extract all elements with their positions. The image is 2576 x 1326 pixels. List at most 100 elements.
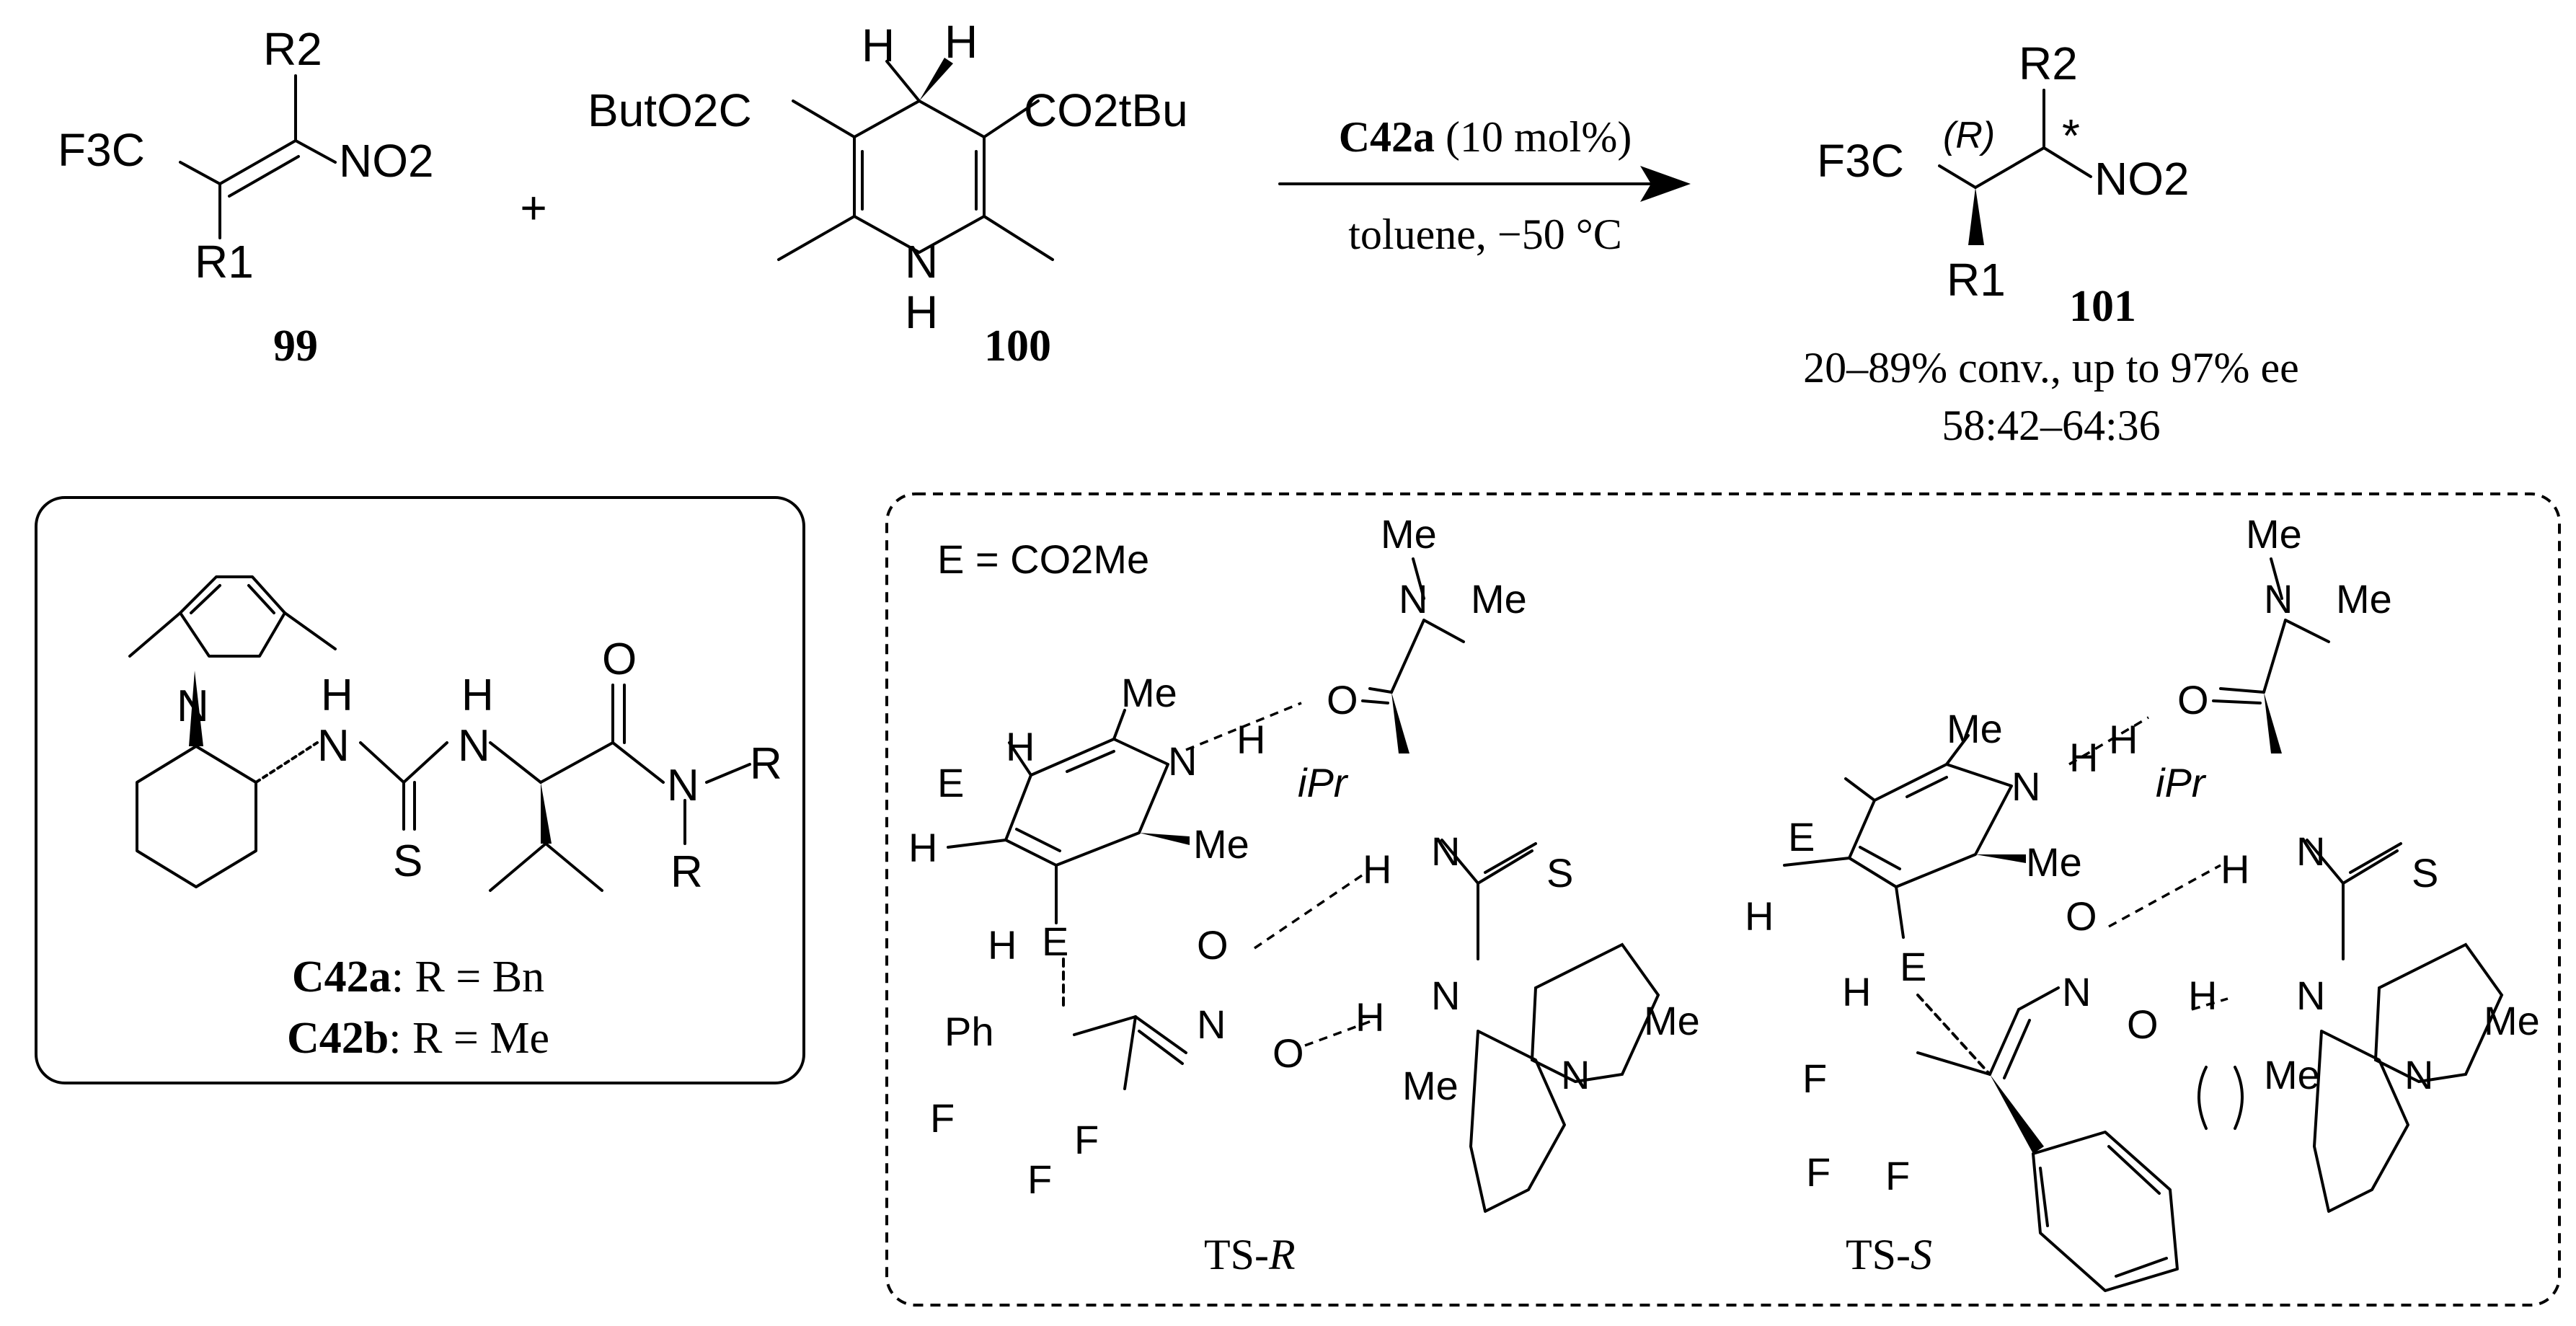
tsr-atom-27: N <box>1561 1052 1590 1097</box>
tss-atom-22: F <box>1802 1056 1827 1101</box>
reaction-arrow: C42a (10 mol%) toluene, −50 °C <box>1278 113 1691 258</box>
tss-atom-1: N <box>2264 576 2293 622</box>
tss-atom-6: N <box>2011 764 2040 809</box>
thiourea-n1: N <box>317 721 350 771</box>
ts-r-structure: Me N Me O H Me N H E H Me E H iPr N H S … <box>908 511 1700 1278</box>
ring-n-label: N <box>905 236 938 288</box>
right-ester-label: CO2tBu <box>1024 84 1188 136</box>
tss-atom-7: H <box>2069 735 2098 780</box>
tsr-atom-1: N <box>1399 576 1428 622</box>
tsr-atom-25: F <box>1027 1157 1052 1202</box>
tsr-atom-14: N <box>1431 828 1460 874</box>
conversion-ee-result: 20–89% conv., up to 97% ee <box>1803 344 2299 392</box>
transition-state-box: E = CO2Me <box>885 492 2561 1307</box>
pyrrole-n-label: N <box>177 681 209 731</box>
r2-label: R2 <box>263 23 322 75</box>
dr-result: 58:42–64:36 <box>1942 402 2160 449</box>
c42b-caption: C42b: R = Me <box>287 1014 549 1063</box>
tsr-atom-20: H <box>1355 994 1384 1040</box>
tss-atom-11: E <box>1900 944 1926 989</box>
tsr-atom-18: N <box>1197 1002 1226 1047</box>
tss-atom-25: Me <box>2264 1052 2320 1097</box>
r-substituent-bottom: R <box>670 847 703 897</box>
tss-atom-26: N <box>2404 1052 2433 1097</box>
f3c-label: F3C <box>58 124 145 176</box>
tss-atom-5: Me <box>1947 706 2003 751</box>
tsr-atom-22: Ph <box>944 1009 994 1054</box>
catalyst-condition: C42a (10 mol%) <box>1339 113 1632 161</box>
tss-atom-3: O <box>2177 677 2209 722</box>
tsr-atom-23: F <box>930 1095 955 1141</box>
catalyst-structure-box: N H N H N S O N R R C42a: R = Bn C42b: R… <box>35 496 805 1084</box>
ester-legend: E = CO2Me <box>937 536 1149 582</box>
tss-atom-0: Me <box>2246 511 2302 557</box>
tsr-atom-11: E <box>1042 919 1068 964</box>
tsr-atom-26: Me <box>1402 1063 1459 1108</box>
tss-atom-9: H <box>1745 893 1774 939</box>
ts-r-label: TS-R <box>1204 1231 1296 1278</box>
r1-label: R1 <box>1947 254 2006 306</box>
tss-atom-19: O <box>2127 1002 2159 1047</box>
tss-atom-23: F <box>1806 1149 1831 1195</box>
compound-id-101: 101 <box>2069 282 2136 331</box>
tss-atom-27: Me <box>2484 998 2540 1043</box>
stereo-descriptor: (R) <box>1943 115 1995 156</box>
tsr-atom-15: H <box>1363 847 1391 892</box>
compound-id-99: 99 <box>273 322 318 371</box>
nitroalkene-99: F3C R2 NO2 R1 99 <box>58 23 434 371</box>
tss-atom-12: H <box>1842 969 1871 1015</box>
thiourea-n2: N <box>458 721 490 771</box>
tss-atom-15: H <box>2221 847 2249 892</box>
tsr-atom-12: H <box>988 922 1017 968</box>
tss-atom-20: H <box>2188 973 2217 1018</box>
h-right-label: H <box>944 16 978 68</box>
amide-o: O <box>602 635 637 684</box>
f3c-label: F3C <box>1817 135 1904 187</box>
left-ester-label: ButO2C <box>588 84 752 136</box>
tsr-atom-13: iPr <box>1298 760 1349 805</box>
tsr-atom-0: Me <box>1381 511 1437 557</box>
tss-atom-18: N <box>2062 969 2091 1015</box>
r-substituent-top: R <box>750 739 782 789</box>
tsr-atom-5: Me <box>1121 670 1177 715</box>
tsr-atom-6: N <box>1168 738 1197 784</box>
product-101: F3C (R) * R2 NO2 R1 101 20–89% conv., up… <box>1803 37 2299 449</box>
tss-atom-2: Me <box>2336 576 2392 622</box>
h-left-label: H <box>862 19 895 71</box>
stereo-star: * <box>2062 110 2080 162</box>
r1-label: R1 <box>195 236 254 288</box>
no2-label: NO2 <box>339 135 434 187</box>
tsr-atom-21: N <box>1431 973 1460 1018</box>
tss-atom-24: F <box>1885 1153 1910 1198</box>
tsr-atom-7: H <box>1006 724 1035 769</box>
tsr-atom-17: O <box>1197 922 1229 968</box>
hantzsch-ester-100: ButO2C CO2tBu H H N H 100 <box>588 16 1188 371</box>
plus-sign: + <box>520 182 546 234</box>
r2-label: R2 <box>2019 37 2078 89</box>
compound-id-100: 100 <box>984 322 1051 371</box>
tsr-atom-24: F <box>1074 1117 1099 1162</box>
tsr-atom-16: S <box>1546 850 1573 896</box>
tss-atom-13: iPr <box>2156 760 2207 805</box>
tsr-atom-8: E <box>937 760 964 805</box>
no2-label: NO2 <box>2094 153 2190 205</box>
tsr-atom-10: Me <box>1193 821 1249 867</box>
tss-atom-10: Me <box>2026 839 2082 885</box>
tss-atom-21: N <box>2296 973 2325 1018</box>
tss-atom-17: O <box>2066 893 2097 939</box>
tsr-atom-28: Me <box>1644 998 1700 1043</box>
tsr-atom-4: H <box>1236 717 1265 762</box>
c42a-caption: C42a: R = Bn <box>292 952 544 1002</box>
ring-nh-label: H <box>905 286 938 338</box>
thiourea-h2: H <box>461 671 494 720</box>
tsr-atom-9: H <box>908 825 937 870</box>
tss-atom-16: S <box>2412 850 2438 896</box>
tss-atom-4: H <box>2109 717 2138 762</box>
amide-n: N <box>667 761 699 810</box>
ts-s-structure: Me N Me O H Me N H E H Me E H iPr N H S … <box>1745 511 2540 1292</box>
thiocarbonyl-s: S <box>393 836 422 886</box>
tsr-atom-19: O <box>1272 1030 1304 1076</box>
tss-atom-8: E <box>1788 814 1815 859</box>
ts-s-label: TS-S <box>1846 1231 1932 1278</box>
